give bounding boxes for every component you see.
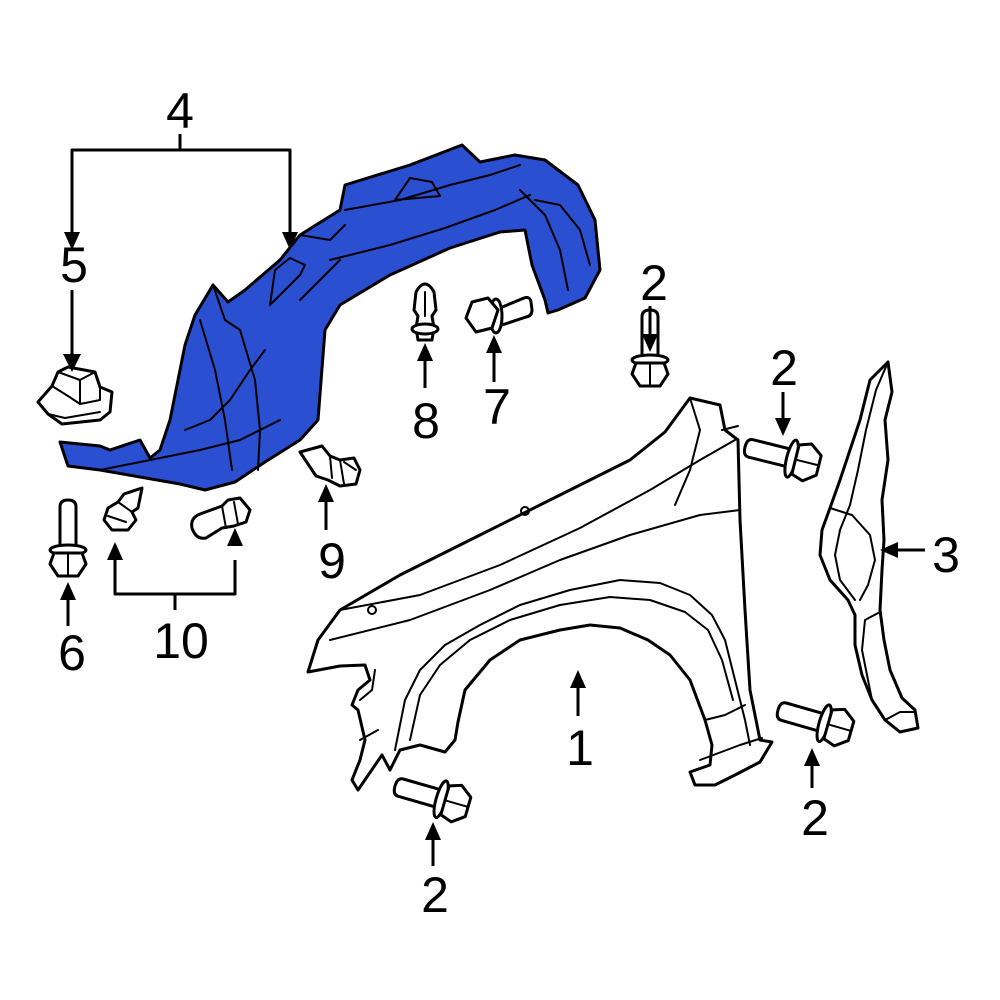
- push-pin-8: [410, 282, 440, 342]
- fender-liner-detail: [99, 164, 591, 471]
- fender-liner: [58, 143, 602, 492]
- fender-seal-outline: [818, 360, 920, 734]
- callout-8: 8: [412, 393, 440, 449]
- clip-nut: [36, 365, 114, 426]
- bolt-7-shank: [498, 296, 534, 327]
- clip-nut-shape: [36, 365, 114, 426]
- fender-hole: [520, 506, 530, 516]
- fender-seal-detail: [829, 361, 916, 721]
- bolt-2-fender-right: [738, 427, 825, 486]
- fender-panel: [306, 396, 774, 792]
- callout-2-lower-right: 2: [801, 790, 829, 846]
- callout-2-right: 2: [770, 340, 798, 396]
- callout-labels: 4 5 6 10 9 8 7 2 2 3 1 2 2: [58, 83, 960, 923]
- callout-1: 1: [566, 720, 594, 776]
- callout-10: 10: [153, 613, 209, 669]
- bolt-6: [48, 498, 88, 578]
- push-clip-10-left-detail: [107, 501, 133, 523]
- push-clip-10-right-detail: [221, 501, 239, 529]
- push-clip-10-left-shape: [102, 486, 144, 532]
- callout-9: 9: [318, 533, 346, 589]
- fender-liner-shape: [58, 143, 602, 492]
- push-pin-8-collar: [410, 322, 440, 336]
- push-clip-10-right: [190, 496, 252, 540]
- push-clip-10-left: [102, 486, 144, 532]
- bolt-2-bottom: [388, 766, 475, 827]
- callout-7: 7: [483, 379, 511, 435]
- leader-lines: [60, 134, 925, 866]
- push-clip-9-detail: [329, 455, 357, 485]
- bolt-7: [464, 296, 534, 335]
- callout-2-top: 2: [640, 255, 668, 311]
- callout-2-bottom: 2: [421, 867, 449, 923]
- push-clip-9: [298, 444, 362, 488]
- callout-4: 4: [166, 83, 194, 139]
- callout-5: 5: [60, 237, 88, 293]
- fender-seal: [818, 360, 920, 734]
- callout-6: 6: [58, 625, 86, 681]
- callout-3: 3: [932, 527, 960, 583]
- bolt-2-lower-right: [771, 690, 858, 751]
- push-clip-10-right-shape: [190, 496, 252, 540]
- fender-hole: [367, 605, 377, 615]
- fender-detail: [329, 397, 763, 761]
- fender-outline: [306, 396, 774, 792]
- clip-nut-detail: [47, 371, 101, 419]
- bolt-7-head: [464, 296, 500, 334]
